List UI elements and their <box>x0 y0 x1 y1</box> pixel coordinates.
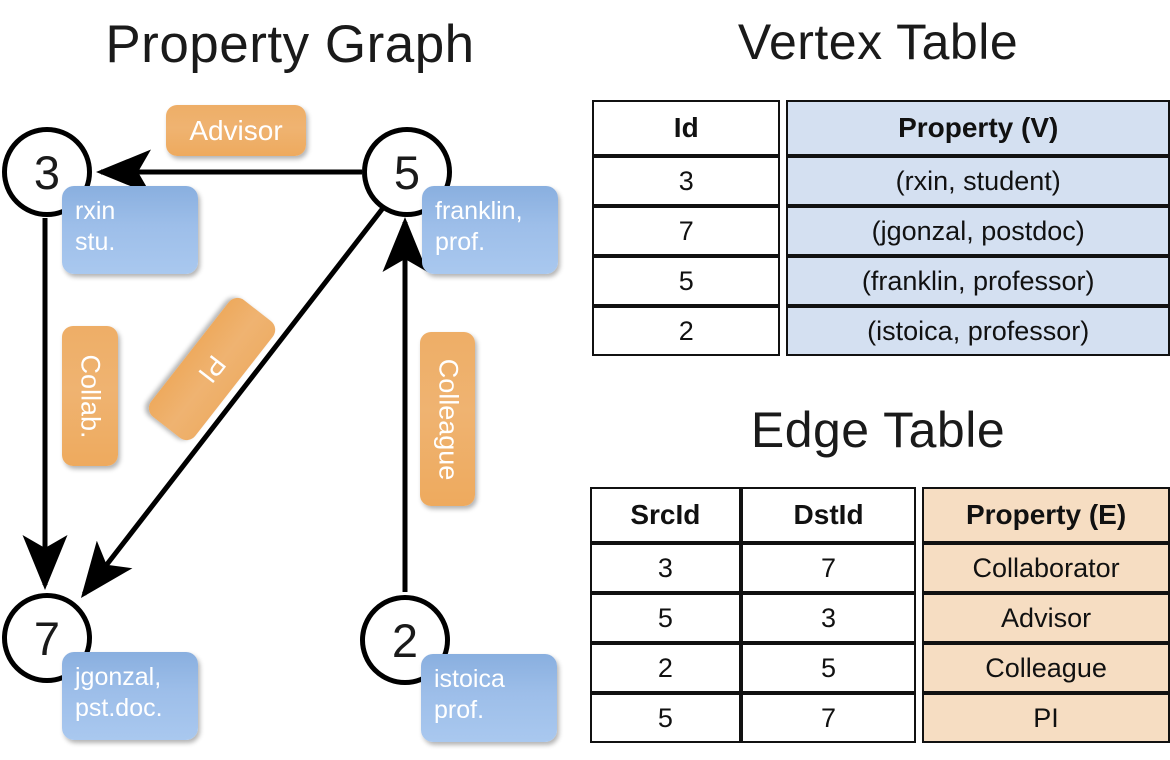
vertex-table-header-property: Property (V) <box>786 100 1170 156</box>
graph-node-2-label: 2 <box>391 613 419 667</box>
edge-label-colleague: Colleague <box>420 332 475 506</box>
edge-cell-srcid: 5 <box>590 593 741 643</box>
table-row[interactable]: 2 (istoica, professor) <box>592 306 1170 356</box>
vertex-cell-property: (franklin, professor) <box>786 256 1170 306</box>
vertex-property-box-3-line2: stu. <box>75 228 116 256</box>
vertex-cell-property: (istoica, professor) <box>786 306 1170 356</box>
vertex-property-box-7: jgonzal, pst.doc. <box>62 652 198 740</box>
column-gap <box>780 206 787 256</box>
vertex-property-box-3-line1: rxin <box>75 197 116 225</box>
table-row[interactable]: 5 7 PI <box>590 693 1170 743</box>
vertex-property-box-2-line2: prof. <box>434 696 485 724</box>
edge-label-advisor: Advisor <box>166 105 306 156</box>
property-graph-title: Property Graph <box>105 15 475 74</box>
graph-node-5-label: 5 <box>393 145 421 199</box>
edge-cell-property: Advisor <box>922 593 1170 643</box>
edge-cell-property: Collaborator <box>922 543 1170 593</box>
edge-table: SrcId DstId Property (E) 3 7 Collaborato… <box>590 487 1170 743</box>
edge-cell-dstid: 7 <box>740 543 917 593</box>
edge-label-colleague-text: Colleague <box>433 358 463 480</box>
edge-cell-srcid: 2 <box>590 643 741 693</box>
column-gap <box>916 543 923 593</box>
vertex-cell-id: 2 <box>592 306 781 356</box>
edge-cell-dstid: 5 <box>740 643 917 693</box>
edge-label-collab-text: Collab. <box>75 353 106 439</box>
vertex-cell-property: (jgonzal, postdoc) <box>786 206 1170 256</box>
edge-label-pi-text: PI <box>192 350 233 389</box>
edge-cell-dstid: 3 <box>740 593 917 643</box>
edge-label-advisor-text: Advisor <box>189 114 283 146</box>
vertex-property-box-3: rxin stu. <box>62 186 198 274</box>
table-row[interactable]: 3 7 Collaborator <box>590 543 1170 593</box>
table-row[interactable]: 7 (jgonzal, postdoc) <box>592 206 1170 256</box>
vertex-cell-id: 5 <box>592 256 781 306</box>
column-gap <box>780 100 787 156</box>
edge-table-header-srcid: SrcId <box>590 487 741 543</box>
edge-cell-srcid: 5 <box>590 693 741 743</box>
edge-table-header-dstid: DstId <box>740 487 917 543</box>
edge-cell-srcid: 3 <box>590 543 741 593</box>
edge-cell-dstid: 7 <box>740 693 917 743</box>
graph-node-7-label: 7 <box>33 611 61 665</box>
edge-table-title: Edge Table <box>750 402 1006 458</box>
column-gap <box>916 693 923 743</box>
column-gap <box>916 487 923 543</box>
vertex-table: Id Property (V) 3 (rxin, student) 7 (jgo… <box>592 100 1170 356</box>
vertex-property-box-2: istoica prof. <box>421 654 557 742</box>
table-row[interactable]: 5 (franklin, professor) <box>592 256 1170 306</box>
column-gap <box>916 593 923 643</box>
vertex-cell-property: (rxin, student) <box>786 156 1170 206</box>
edge-table-header-row: SrcId DstId Property (E) <box>590 487 1170 543</box>
column-gap <box>916 643 923 693</box>
table-row[interactable]: 2 5 Colleague <box>590 643 1170 693</box>
table-row[interactable]: 5 3 Advisor <box>590 593 1170 643</box>
vertex-property-box-7-line1: jgonzal, <box>75 663 162 691</box>
column-gap <box>780 256 787 306</box>
edge-cell-property: Colleague <box>922 643 1170 693</box>
vertex-table-title: Vertex Table <box>737 14 1019 70</box>
vertex-property-box-5: franklin, prof. <box>422 186 558 274</box>
edge-5-to-7 <box>80 206 385 598</box>
vertex-cell-id: 3 <box>592 156 781 206</box>
graph-node-5[interactable]: 5 <box>362 127 452 217</box>
column-gap <box>780 156 787 206</box>
vertex-property-box-5-line2: prof. <box>435 228 486 256</box>
graph-node-3-label: 3 <box>33 145 61 199</box>
edge-label-collab: Collab. <box>62 326 118 466</box>
graph-edges-layer <box>22 149 428 598</box>
vertex-table-header-row: Id Property (V) <box>592 100 1170 156</box>
graph-node-2[interactable]: 2 <box>360 595 450 685</box>
vertex-property-box-5-line1: franklin, <box>435 197 523 225</box>
vertex-property-box-2-line1: istoica <box>434 665 505 693</box>
edge-cell-property: PI <box>922 693 1170 743</box>
table-row[interactable]: 3 (rxin, student) <box>592 156 1170 206</box>
vertex-table-header-id: Id <box>592 100 781 156</box>
vertex-cell-id: 7 <box>592 206 781 256</box>
column-gap <box>780 306 787 356</box>
vertex-property-box-7-line2: pst.doc. <box>75 694 163 722</box>
edge-table-header-property: Property (E) <box>922 487 1170 543</box>
